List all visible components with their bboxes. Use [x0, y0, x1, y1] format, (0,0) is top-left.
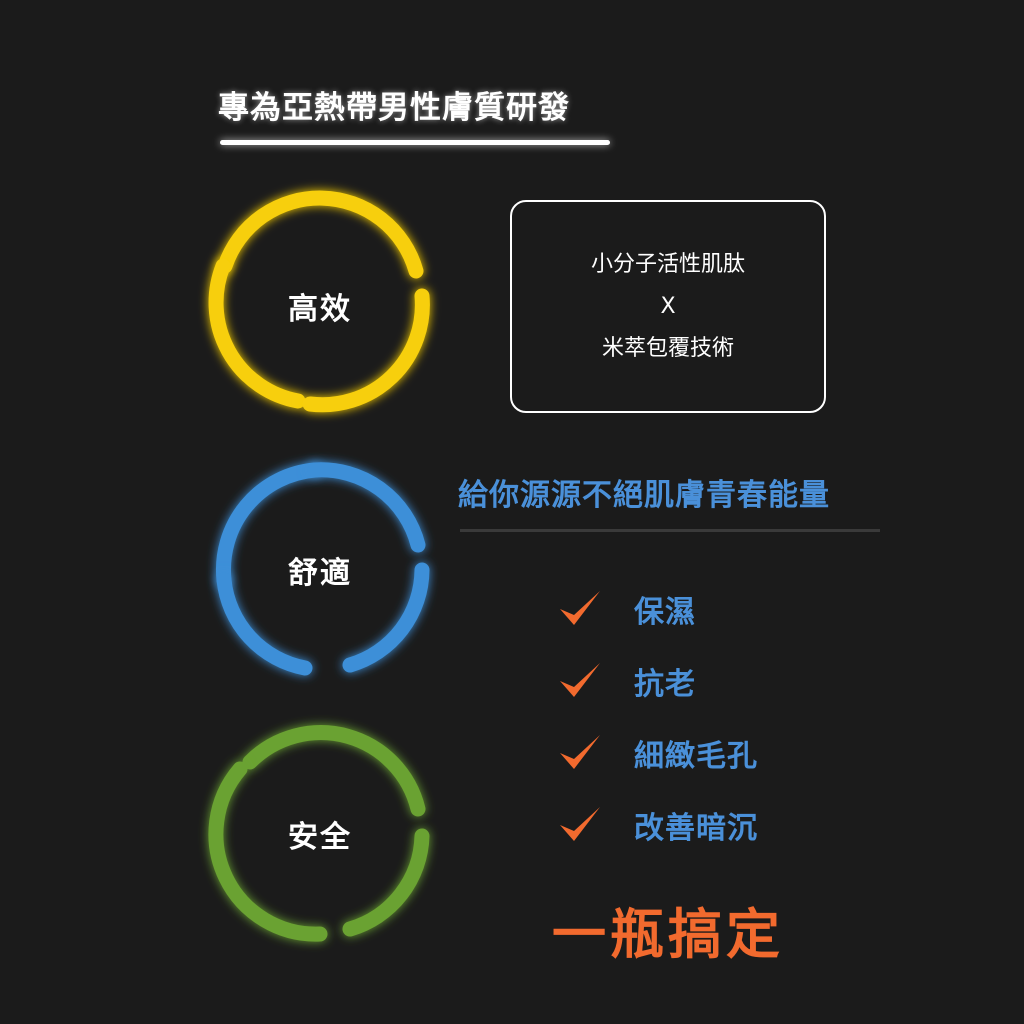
ring-safe-arc	[208, 725, 430, 942]
tagline: 給你源源不絕肌膚青春能量	[458, 478, 830, 513]
ring-comfort-arc	[215, 462, 430, 676]
finale-slogan: 一瓶搞定	[552, 903, 784, 966]
benefit-item: 細緻毛孔	[556, 728, 758, 778]
technology-box: 小分子活性肌肽 X 米萃包覆技術	[510, 200, 826, 413]
ring-efficient-label: 高效	[288, 292, 352, 327]
ring-safe-label: 安全	[288, 820, 352, 855]
tagline-divider	[460, 529, 880, 532]
technology-line-3: 米萃包覆技術	[601, 335, 734, 361]
benefit-label: 保濕	[634, 595, 696, 630]
checkmark-icon	[560, 663, 600, 697]
checkmark-icon	[560, 591, 600, 625]
technology-line-2: X	[660, 293, 676, 319]
technology-line-1: 小分子活性肌肽	[590, 251, 745, 277]
ring-comfort: 舒適	[210, 460, 430, 680]
checkmark-icon	[560, 735, 600, 769]
headline-underline	[220, 140, 610, 145]
benefit-label: 抗老	[634, 667, 696, 702]
benefit-label: 改善暗沉	[634, 811, 758, 846]
headline: 專為亞熱帶男性膚質研發	[218, 90, 570, 126]
benefit-item: 抗老	[556, 656, 696, 706]
benefit-label: 細緻毛孔	[634, 739, 758, 774]
ring-comfort-label: 舒適	[288, 556, 352, 591]
ring-efficient-arc	[208, 190, 430, 413]
benefit-item: 改善暗沉	[556, 800, 758, 850]
ring-safe: 安全	[208, 724, 430, 944]
ring-efficient: 高效	[208, 190, 430, 416]
benefit-item: 保濕	[556, 584, 696, 634]
checkmark-icon	[560, 807, 600, 841]
